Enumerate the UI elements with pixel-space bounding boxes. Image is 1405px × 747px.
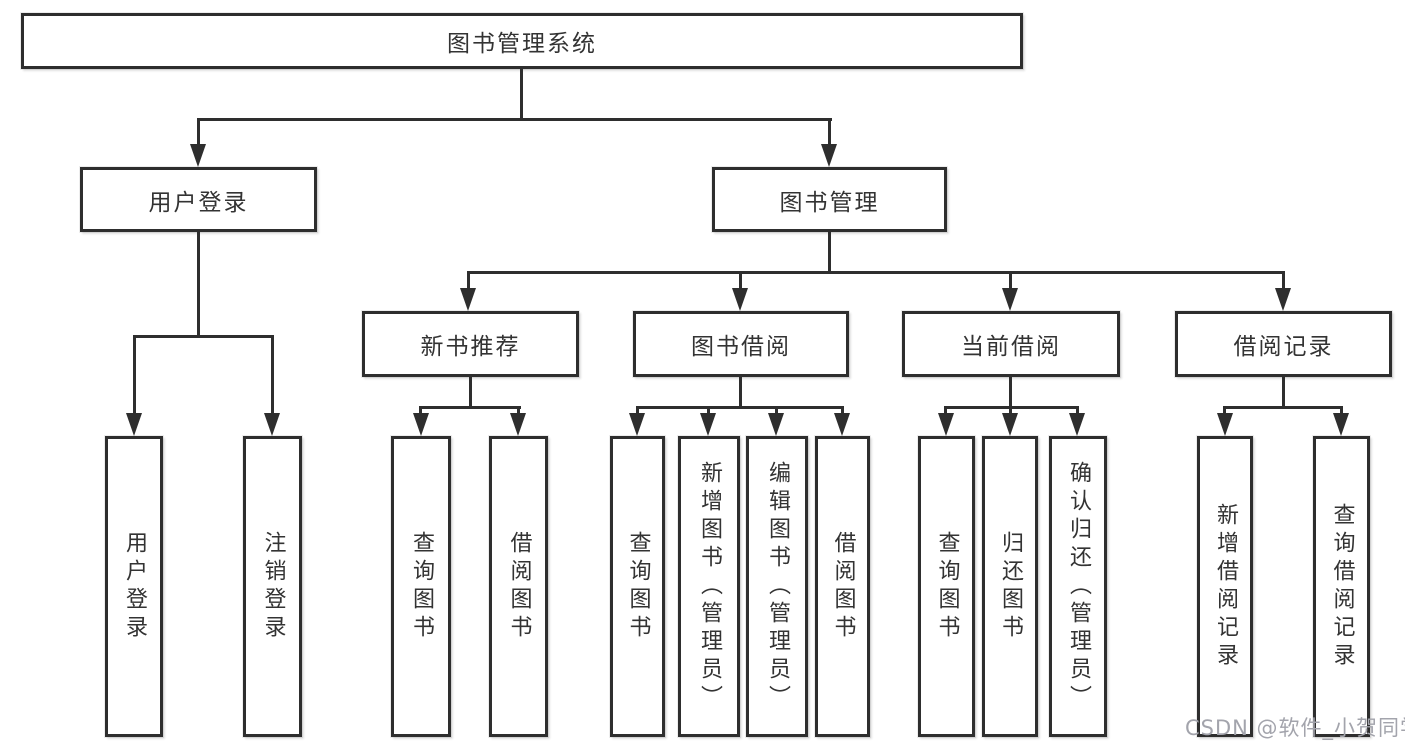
connector-branch-bar [1223, 406, 1343, 409]
arrow-down-icon [510, 413, 526, 436]
connector-leaf-stem [271, 335, 274, 430]
arrow-down-icon [264, 413, 280, 436]
connector-user-branch-bar [133, 335, 274, 338]
connector-level3-bar [467, 271, 1285, 274]
connector-root-stem [520, 69, 523, 120]
arrow-down-icon [1002, 413, 1018, 436]
connector-branch-stem [469, 377, 472, 408]
arrow-down-icon [1002, 288, 1018, 311]
arrow-down-icon [732, 288, 748, 311]
csdn-watermark: CSDN @软件_小贺同学 [1185, 716, 1405, 740]
node-library-system: 图书管理系统 [21, 13, 1023, 69]
arrow-down-icon [1069, 413, 1085, 436]
arrow-down-icon [1217, 413, 1233, 436]
arrow-down-icon [190, 144, 206, 167]
leaf-borrow-books: 借阅图书 [489, 436, 548, 737]
arrow-down-icon [1333, 413, 1349, 436]
node-new-book-recommend: 新书推荐 [362, 311, 579, 377]
connector-book-mgmt-stem [828, 118, 831, 161]
connector-leaf-stem [133, 335, 136, 430]
node-borrowing-records: 借阅记录 [1175, 311, 1392, 377]
leaf-query-borrow-record: 查询借阅记录 [1313, 436, 1370, 737]
node-user-login: 用户登录 [80, 167, 317, 232]
arrow-down-icon [768, 413, 784, 436]
connector-branch-stem [1009, 377, 1012, 408]
node-book-borrowing: 图书借阅 [633, 311, 849, 377]
leaf-add-book-admin: 新增图书（管理员） [678, 436, 740, 737]
connector-branch-bar [419, 406, 521, 409]
arrow-down-icon [938, 413, 954, 436]
arrow-down-icon [821, 144, 837, 167]
arrow-down-icon [413, 413, 429, 436]
connector-branch-stem [1282, 377, 1285, 408]
leaf-logout: 注销登录 [243, 436, 302, 737]
node-current-borrowing: 当前借阅 [902, 311, 1120, 377]
leaf-edit-book-admin: 编辑图书（管理员） [746, 436, 808, 737]
leaf-borrow-books: 借阅图书 [815, 436, 870, 737]
connector-branch-bar [636, 406, 844, 409]
arrow-down-icon [460, 288, 476, 311]
connector-user-branch-stem [197, 232, 200, 337]
leaf-add-borrow-record: 新增借阅记录 [1197, 436, 1253, 737]
leaf-confirm-return-admin: 确认归还（管理员） [1049, 436, 1107, 737]
connector-user-login-stem [197, 118, 200, 161]
arrow-down-icon [629, 413, 645, 436]
arrow-down-icon [700, 413, 716, 436]
leaf-query-books: 查询图书 [391, 436, 451, 737]
arrow-down-icon [834, 413, 850, 436]
connector-level2-bar [197, 118, 832, 121]
arrow-down-icon [1275, 288, 1291, 311]
leaf-query-books: 查询图书 [918, 436, 975, 737]
connector-branch-stem [739, 377, 742, 408]
leaf-user-login: 用户登录 [105, 436, 163, 737]
connector-mgmt-branch-stem [828, 232, 831, 273]
leaf-query-books: 查询图书 [610, 436, 665, 737]
leaf-return-book: 归还图书 [982, 436, 1038, 737]
arrow-down-icon [126, 413, 142, 436]
node-book-management: 图书管理 [712, 167, 947, 232]
